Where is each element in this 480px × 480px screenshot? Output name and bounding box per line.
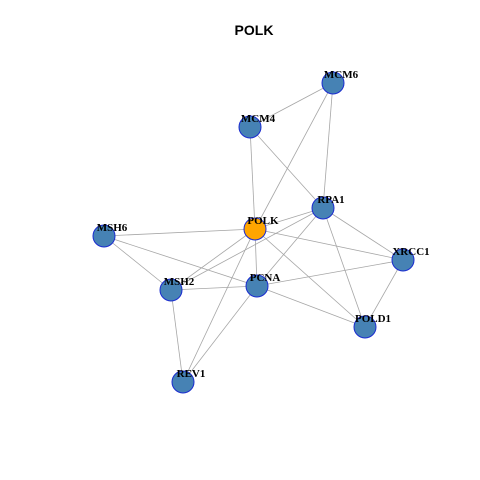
node-msh6 — [92, 224, 116, 248]
node-layer — [92, 71, 415, 394]
edge-polk-msh2 — [170, 228, 256, 291]
node-rev1 — [171, 370, 195, 394]
edge-msh2-rev1 — [170, 289, 184, 383]
edge-rpa1-xrcc1 — [322, 207, 404, 261]
edge-polk-xrcc1 — [254, 228, 404, 261]
node-rpa1 — [311, 196, 335, 220]
edge-mcm6-mcm4 — [249, 82, 334, 128]
node-label-pold1: POLD1 — [355, 313, 391, 325]
node-label-xrcc1: XRCC1 — [392, 246, 429, 258]
edge-pcna-xrcc1 — [256, 259, 404, 287]
node-label-rev1: REV1 — [177, 368, 206, 380]
edge-msh2-pcna — [170, 285, 258, 291]
node-label-rpa1: RPA1 — [317, 194, 344, 206]
edge-rpa1-pold1 — [322, 207, 366, 328]
node-label-pcna: PCNA — [250, 272, 281, 284]
node-pcna — [245, 274, 269, 298]
edge-polk-msh6 — [103, 228, 256, 237]
edge-mcm6-polk — [254, 82, 334, 230]
node-pold1 — [353, 315, 377, 339]
edge-xrcc1-pold1 — [364, 259, 404, 328]
edge-msh6-pcna — [103, 235, 258, 287]
node-mcm4 — [238, 115, 262, 139]
node-polk — [243, 217, 267, 241]
edge-mcm4-rpa1 — [249, 126, 324, 209]
node-xrcc1 — [391, 248, 415, 272]
node-label-mcm4: MCM4 — [241, 113, 276, 125]
node-label-mcm6: MCM6 — [324, 69, 359, 81]
graph-title: POLK — [235, 22, 274, 38]
edge-polk-rev1 — [182, 228, 256, 383]
edge-polk-pold1 — [254, 228, 366, 328]
edge-layer — [103, 82, 404, 383]
edge-msh6-msh2 — [103, 235, 172, 291]
edge-mcm4-polk — [249, 126, 256, 230]
node-msh2 — [159, 278, 183, 302]
edge-pcna-pold1 — [256, 285, 366, 328]
node-mcm6 — [321, 71, 345, 95]
node-label-polk: POLK — [247, 215, 279, 227]
edge-mcm6-rpa1 — [322, 82, 334, 209]
edge-rpa1-msh2 — [170, 207, 324, 291]
node-label-msh2: MSH2 — [164, 276, 195, 288]
edge-pcna-rev1 — [182, 285, 258, 383]
edge-rpa1-polk — [254, 207, 324, 230]
edge-rpa1-pcna — [256, 207, 324, 287]
node-label-msh6: MSH6 — [97, 222, 128, 234]
